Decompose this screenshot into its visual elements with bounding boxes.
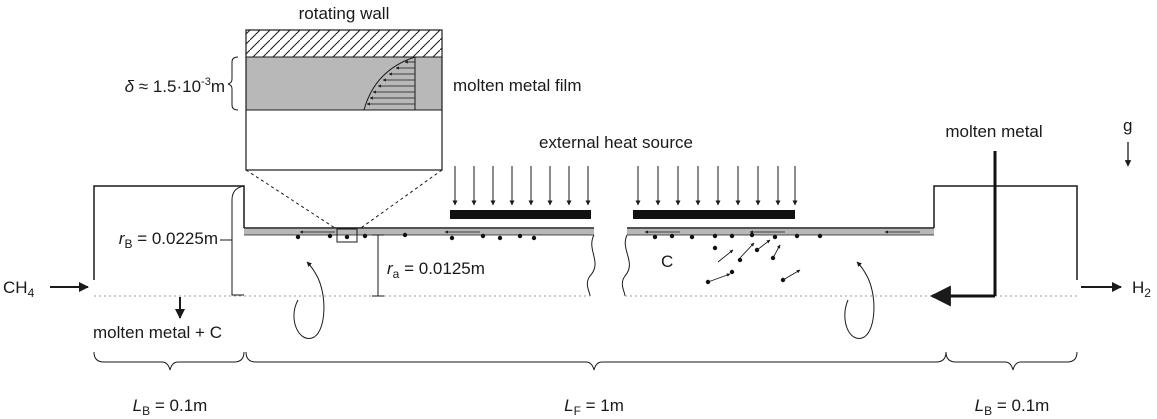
h2-label: H2: [1132, 278, 1151, 300]
reactor-outline: [93, 185, 1078, 280]
length-right-label: LB = 0.1m: [975, 396, 1050, 418]
inset-film: [246, 57, 442, 110]
waste-label: molten metal + C: [93, 323, 222, 342]
zoom-line-right: [357, 169, 443, 231]
brace-left: [93, 351, 245, 371]
ch4-label: CH4: [3, 278, 35, 300]
rB-bracket: [231, 185, 245, 296]
molten-metal-label: molten metal: [945, 122, 1042, 141]
length-left-label: LB = 0.1m: [133, 396, 208, 418]
rotation-arrow-left: [293, 261, 325, 339]
rotating-wall: [245, 29, 443, 58]
zoom-line-left: [245, 169, 339, 231]
particle-arrows: [707, 239, 801, 283]
rotation-arrow-right: [844, 261, 875, 339]
velocity-profile: [363, 56, 416, 111]
length-mid-label: LF = 1m: [564, 396, 624, 418]
inset-title: rotating wall: [299, 4, 390, 23]
film-left: [244, 229, 594, 235]
delta-brace: [227, 56, 239, 111]
brace-right: [945, 351, 1078, 371]
ra-label: ra = 0.0125m: [387, 259, 485, 281]
break-right: [621, 234, 630, 297]
heater-right: [633, 210, 795, 219]
rB-label: rB = 0.0225m: [119, 229, 218, 251]
zoom-box: [336, 228, 358, 243]
heater-left: [450, 210, 591, 219]
carbon-particles: [295, 232, 823, 285]
gravity-label: g: [1123, 116, 1132, 135]
heat-source-label: external heat source: [539, 133, 693, 152]
film-label: molten metal film: [453, 76, 581, 95]
delta-label: δ ≈ 1.5·10-3m: [125, 76, 225, 96]
carbon-label: C: [661, 252, 673, 271]
inset-detail: [227, 29, 443, 231]
heat-arrows: [452, 166, 798, 206]
break-left: [586, 234, 596, 297]
brace-mid: [245, 351, 947, 371]
inset-frame: [245, 29, 443, 171]
